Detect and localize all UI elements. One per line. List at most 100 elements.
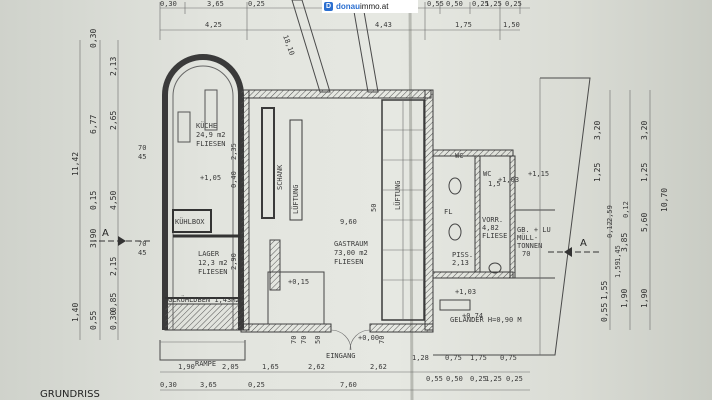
dim-top-7: 0,25 [505,0,522,8]
dim-top-1: 3,65 [207,0,224,8]
dim-left-in-0: 2,65 [109,111,118,130]
section-marker-right: A [548,238,600,257]
plan-title: GRUNDRISS [40,389,100,400]
dim-bot2-6: 0,25 [470,375,487,383]
dim-right-in-2: 3,85 [620,233,629,252]
muell-name: GB. + LU [517,226,551,234]
dim-top-6: 1,25 [485,0,502,8]
section-marker-left: A [90,228,150,246]
dim-top2-0: 4,25 [205,21,222,29]
dim-misc-12: 70 [290,336,298,344]
dim-misc-ff: 70 [522,250,530,258]
muell-sub2: TONNEN [517,242,542,250]
dim-bot2-8: 0,25 [506,375,523,383]
dim-bot1-1: 2,05 [222,363,239,371]
dim-top-4: 0,50 [446,0,463,8]
dim-chain-bottom: 1,90 2,05 1,65 2,62 2,62 1,28 0,75 1,75 … [160,354,530,391]
stair-top: 18,10 [281,0,379,93]
kitchen-floor: FLIESEN [196,140,226,148]
dim-bot2-7: 1,25 [485,375,502,383]
vorr-floor: FLIESE [482,232,507,240]
sink-icon [488,262,502,274]
dim-left-mark-2: 70 [138,240,146,248]
dim-chain-left: 0,30 6,77 2,13 11,42 3,90 1,40 0,55 2,65… [71,29,146,340]
watermark-suffix: immo.at [360,2,389,11]
lueftung-label-2: LÜFTUNG [393,180,402,210]
kitchen-area: 24,9 m2 [196,131,226,139]
ramp: RAMPE [159,340,246,368]
lager-area: 12,3 m2 [198,259,228,267]
dim-bot1-3: 2,62 [308,363,325,371]
dim-bot2-5: 0,50 [446,375,463,383]
dim-misc-15: 70 [378,336,386,344]
dim-left-in-5: 0,30 [109,311,118,330]
dim-bot2-3: 7,60 [340,381,357,389]
dim-right-in-1: 1,25 [593,163,602,182]
dim-right-in-3: 1,90 [620,289,629,308]
toilet-icon-2 [448,223,462,241]
fl-label: FL [444,208,452,216]
dim-bot1-0: 1,90 [178,363,195,371]
dim-left-0: 0,30 [89,29,98,48]
dim-top-3: 0,55 [427,0,444,8]
dim-misc-7: +0,74 [462,312,483,320]
stair-label: 18,10 [281,34,296,57]
watermark-prefix: donau [336,2,360,11]
dim-bot2-1: 3,65 [200,381,217,389]
dim-left-mark-3: 45 [138,249,146,257]
pissoir-area: 2,13 [452,259,469,267]
entrance: EINGANG +0,00 70 70 50 70 [290,329,386,360]
dim-left-2: 2,13 [109,57,118,76]
dim-right-in-4: 0,55 [600,303,609,322]
wc-label-right: WC [483,170,491,178]
main-walls [240,89,434,333]
section-label-left: A [102,228,109,239]
wc-area: 1,5 [488,180,501,188]
dim-left-in-1: 4,50 [109,191,118,210]
dim-right-1: 10,70 [660,188,669,212]
dim-misc-5: +1,15 [528,170,549,178]
dim-left-in-2: 0,15 [89,191,98,210]
lager-name: LAGER [198,250,220,258]
kitchen-room: KÜCHE 24,9 m2 FLIESEN 2,35 0,40 +1,05 [162,54,244,330]
dim-bot2-4: 0,55 [426,375,443,383]
dim-left-in-4: 0,85 [109,293,118,312]
dim-misc-0: 2,35 [230,143,238,160]
dim-bot2-0: 0,30 [160,381,177,389]
dim-misc-1: 0,40 [230,171,238,188]
gastraum-area: 73,00 m2 [334,249,368,257]
watermark-logo: D donau immo.at [322,0,418,13]
dim-left-5: 1,40 [71,303,80,322]
dining-room: GASTRAUM 73,00 m2 FLIESEN 9,60 50 +0,15 [288,204,378,286]
paper-fold [408,0,414,400]
kitchen-name: KÜCHE [196,121,217,130]
dim-top-0: 0,30 [160,0,177,8]
right-boundary: GELÄNDER H=0,90 M [433,77,591,356]
dim-right-n-2: 1,45 [614,245,622,262]
dim-right-n-3: 1,59 [614,261,622,278]
dim-chain-top: 0,30 3,65 0,25 0,55 0,50 0,25 1,25 0,25 … [159,0,530,40]
dim-bot1-6: 0,75 [445,354,462,362]
dim-misc-11: 50 [370,204,378,212]
dim-right-mid-1: 5,60 [640,213,649,232]
dim-left-3: 11,42 [71,152,80,176]
dim-bot1-2: 1,65 [262,363,279,371]
dim-top2-3: 1,50 [503,21,520,29]
dim-bot1-4: 2,62 [370,363,387,371]
dim-right-in-0: 3,20 [593,121,602,140]
dim-misc-3: +1,05 [200,174,221,182]
dim-bot1-5: 1,28 [412,354,429,362]
lager-floor: FLIESEN [198,268,228,276]
wc-label-top: WC [455,152,463,160]
dim-misc-6: +1,03 [455,288,476,296]
dim-right-n-0: 2,59 [606,205,614,222]
muell-sub: MÜLL- [517,233,538,242]
entrance-label: EINGANG [326,352,356,360]
storage-room: KÜHLBOX LAGER 12,3 m2 FLIESEN 2,90 GLKÜH… [164,209,242,331]
dim-left-4: 3,90 [89,229,98,248]
bar-counter: SCHANK LÜFTUNG [261,107,303,221]
gastraum-floor: FLIESEN [334,258,364,266]
vorr-name: VORR. [482,216,503,224]
dim-right-0: 3,20 [640,121,649,140]
